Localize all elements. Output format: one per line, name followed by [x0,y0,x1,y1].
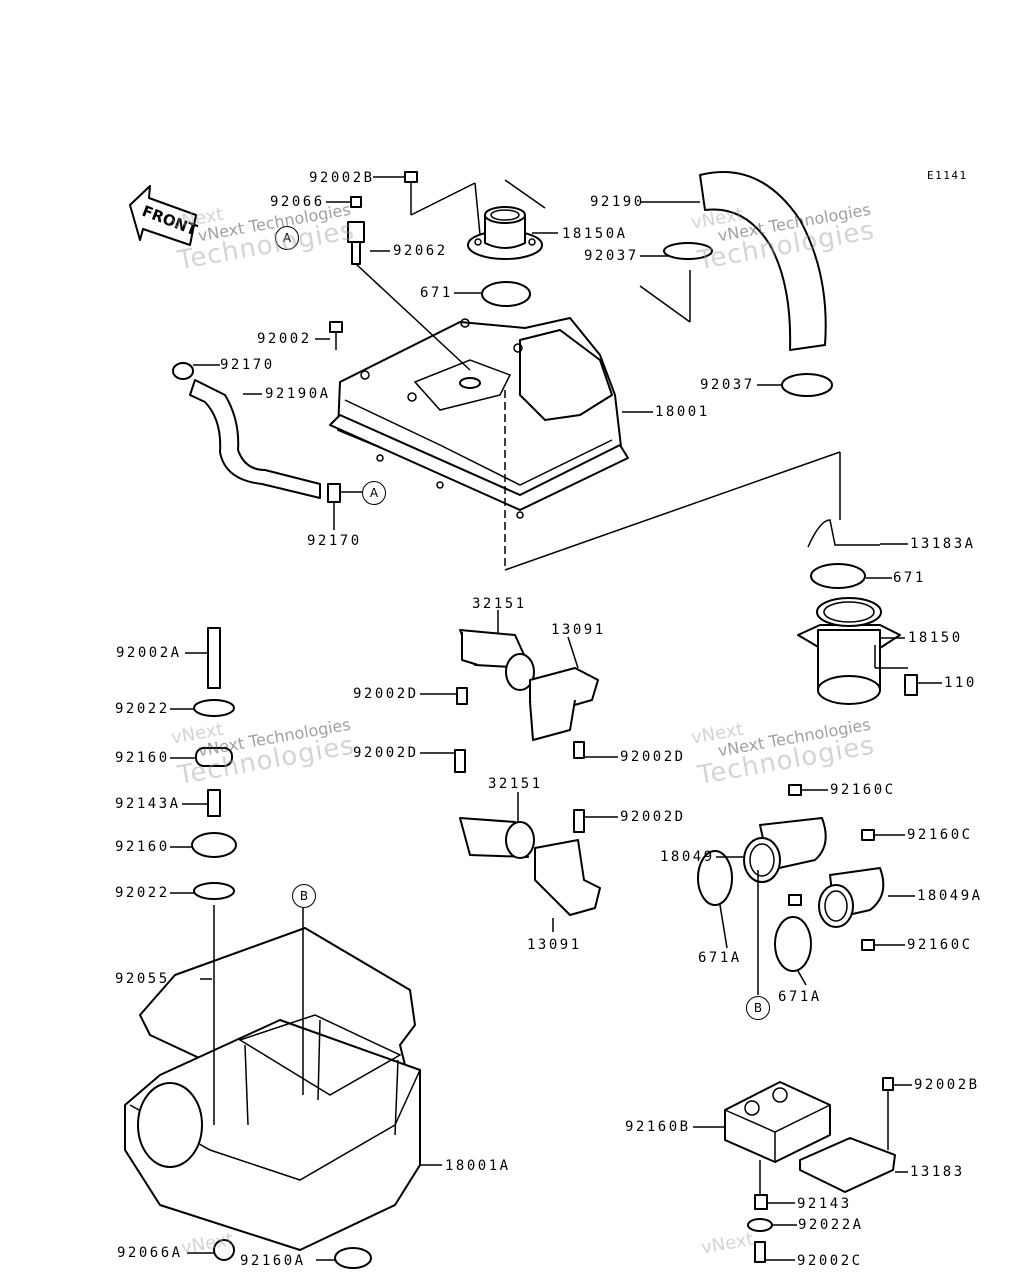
part-label-92160-b: 92160 [115,839,170,855]
part-label-92002d-d: 92002D [620,809,686,825]
bracket-13091-top [529,667,599,741]
washer-92022-a [193,699,235,717]
callout-a-bottom: A [362,481,386,505]
bolt-92002c [754,1241,766,1263]
part-label-92002: 92002 [257,331,312,347]
bolt-92002b-bottom [882,1077,894,1091]
part-label-92190a: 92190A [265,386,331,402]
part-label-92022-b: 92022 [115,885,170,901]
bolt-110 [904,674,918,696]
part-label-92022-a: 92022 [115,701,170,717]
part-label-92160c-a: 92160C [830,782,896,798]
sensor-92062 [347,196,365,265]
o-ring-671-top [481,281,531,307]
clamp-92170-bot [327,483,341,503]
front-arrow-icon: FRONT [129,185,200,246]
part-label-671-top: 671 [420,285,453,301]
part-label-92002d-b: 92002D [353,745,419,761]
part-label-92002d-a: 92002D [353,686,419,702]
part-label-671a-a: 671A [698,950,742,966]
air-duct-cap-18150a [467,206,543,260]
callout-b-left: B [292,884,316,908]
part-label-18001: 18001 [655,404,710,420]
bracket-13183a [807,519,880,548]
bolt-92002b-top [404,171,418,215]
part-label-92062: 92062 [393,243,448,259]
collar-92143a [207,789,221,817]
part-label-92143: 92143 [797,1196,852,1212]
collar-92143 [754,1194,768,1210]
part-label-92170-top: 92170 [220,357,275,373]
o-ring-671-mid [810,563,866,589]
part-label-92143a: 92143A [115,796,181,812]
grommet-92160a [334,1247,372,1269]
part-label-92022a: 92022A [798,1217,864,1233]
callout-b-right: B [746,996,770,1020]
intake-duct-18150 [797,597,901,705]
part-label-32151-bottom: 32151 [488,776,543,792]
grommet-92160-b [191,832,237,858]
lower-case-18001a [124,1014,421,1251]
solenoid-32151-top [459,629,535,691]
part-label-92002b-bottom: 92002B [914,1077,980,1093]
part-label-18150a: 18150A [562,226,628,242]
part-label-92002a: 92002A [116,645,182,661]
part-label-92160c-c: 92160C [907,937,973,953]
part-label-110: 110 [944,675,977,691]
part-label-671-mid: 671 [893,570,926,586]
o-ring-671a-b [774,916,812,972]
hose-92190 [699,171,827,351]
intake-tube-18049 [743,784,827,906]
part-label-92160a: 92160A [240,1253,306,1269]
bolt-92002a [207,627,221,689]
part-label-32151-top: 32151 [472,596,527,612]
solenoid-32151-bottom [459,817,535,859]
bracket-13183 [799,1137,896,1193]
part-label-92037-mid: 92037 [700,377,755,393]
diagram-ref-code: E1141 [927,169,968,182]
part-label-92002c: 92002C [797,1253,863,1269]
intake-tube-18049a [818,829,885,951]
leader-lines [170,176,942,1261]
part-label-92002d-c: 92002D [620,749,686,765]
block-92160b [724,1081,831,1163]
washer-92022a [747,1218,773,1232]
washer-92022-b [193,882,235,900]
part-label-92160c-b: 92160C [907,827,973,843]
part-label-18001a: 18001A [445,1158,511,1174]
part-label-92160b: 92160B [625,1119,691,1135]
part-label-92055: 92055 [115,971,170,987]
clamp-92037-top [663,242,713,260]
air-cleaner-housing-18001 [329,317,629,519]
callout-a-top: A [275,226,299,250]
part-label-92037-top: 92037 [584,248,639,264]
part-label-92190: 92190 [590,194,645,210]
clamp-92037-mid [781,373,833,397]
part-label-18150: 18150 [908,630,963,646]
clamp-92170-top [172,362,194,380]
part-label-92002b: 92002B [309,170,375,186]
bracket-13091-bottom [534,839,601,916]
grommet-92160-a [195,747,233,767]
part-label-92066a: 92066A [117,1245,183,1261]
part-label-18049: 18049 [660,849,715,865]
part-label-92170-bot: 92170 [307,533,362,549]
plug-92066a [213,1239,235,1261]
part-label-92066: 92066 [270,194,325,210]
hose-92190a [189,379,321,499]
part-label-92160-a: 92160 [115,750,170,766]
part-label-671a-b: 671A [778,989,822,1005]
o-ring-671a-a [697,850,733,906]
part-label-13091-bottom: 13091 [527,937,582,953]
part-label-13091-top: 13091 [551,622,606,638]
part-label-13183: 13183 [910,1164,965,1180]
part-label-13183a: 13183A [910,536,976,552]
part-label-18049a: 18049A [917,888,983,904]
